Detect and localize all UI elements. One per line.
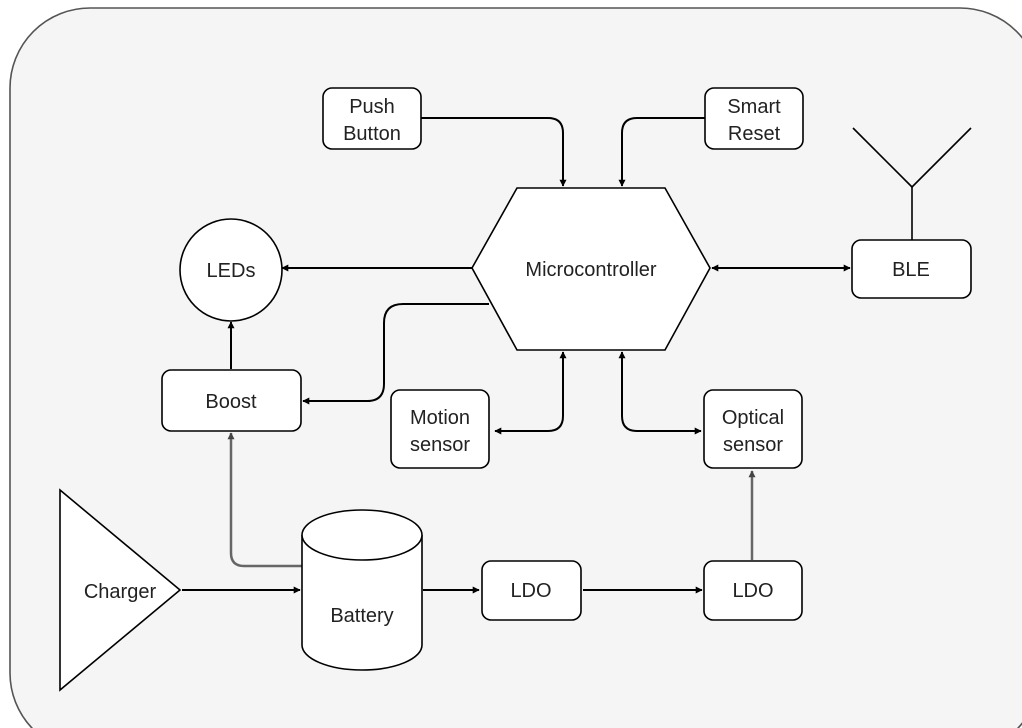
motion-sensor-label-line1: Motion <box>410 407 470 429</box>
wire-battery-to-boost <box>227 432 302 568</box>
wire-optical-sensor-mcu <box>618 351 702 435</box>
push-button-label-line2: Button <box>343 123 401 145</box>
boost-block: Boost <box>161 369 302 432</box>
optical-sensor-label-line2: sensor <box>723 434 783 456</box>
push-button-label-line1: Push <box>349 96 395 118</box>
microcontroller-label: Microcontroller <box>525 259 656 281</box>
microcontroller-block: Microcontroller <box>471 187 711 351</box>
battery-label: Battery <box>330 605 393 627</box>
smart-reset-label-line2: Reset <box>728 123 781 145</box>
ldo-1-label: LDO <box>510 580 551 602</box>
ldo-2-label: LDO <box>732 580 773 602</box>
ldo-2-block: LDO <box>703 560 803 621</box>
battery-block: Battery <box>301 509 423 671</box>
smart-reset-label-line1: Smart <box>727 96 781 118</box>
wire-motion-sensor-mcu <box>494 351 567 435</box>
wire-smart-reset-to-mcu <box>618 117 705 187</box>
leds-block: LEDs <box>179 218 283 322</box>
optical-sensor-block: Optical sensor <box>703 389 803 469</box>
ble-block: BLE <box>851 239 972 299</box>
charger-block: Charger <box>59 488 182 692</box>
optical-sensor-label-line1: Optical <box>722 407 784 429</box>
motion-sensor-block: Motion sensor <box>390 389 490 469</box>
leds-label: LEDs <box>207 260 256 282</box>
smart-reset-block: Smart Reset <box>704 87 804 150</box>
boost-label: Boost <box>205 391 257 413</box>
ble-label: BLE <box>892 259 930 281</box>
wire-mcu-to-boost <box>302 303 489 405</box>
charger-label: Charger <box>84 581 157 603</box>
motion-sensor-label-line2: sensor <box>410 434 470 456</box>
ldo-1-block: LDO <box>481 560 582 621</box>
wire-push-button-to-mcu <box>421 117 567 187</box>
push-button-block: Push Button <box>322 87 422 150</box>
antenna-icon <box>852 127 972 240</box>
